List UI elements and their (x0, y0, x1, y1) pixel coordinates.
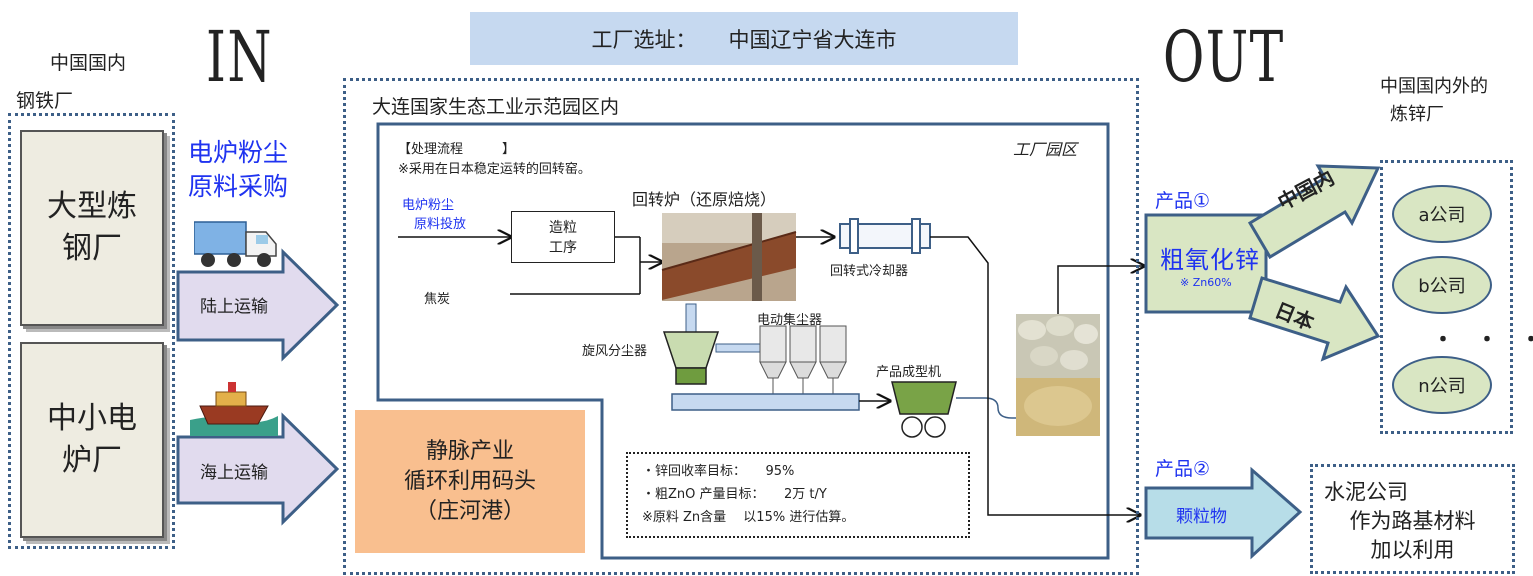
procurement-title: 电炉粉尘原料采购 (188, 138, 289, 201)
suppliers-header-line1: 中国国内 (50, 52, 127, 74)
in-label: IN (206, 16, 273, 98)
coke-label: 焦炭 (424, 292, 451, 307)
smelters-header-line1: 中国国内外的 (1380, 76, 1488, 97)
truck-icon (193, 220, 280, 274)
conveyor (671, 393, 860, 411)
park-title: 大连国家生态工业示范园区内 (372, 96, 620, 118)
japan-arrow (1248, 276, 1381, 362)
process-heading: 【处理流程 】 (398, 142, 516, 157)
product2-label: 产品② (1155, 458, 1211, 480)
company-n: n公司 (1392, 356, 1492, 414)
ship-icon (186, 380, 282, 444)
rotary-kiln-image (661, 213, 797, 301)
land-transport-label: 陆上运输 (200, 297, 268, 317)
company-b: b公司 (1392, 256, 1492, 314)
electrostatic-label: 电动集尘器 (757, 313, 823, 328)
forming-machine-label: 产品成型机 (876, 365, 942, 380)
granulation-process: 造粒工序 (511, 211, 615, 263)
product1-box (1144, 213, 1268, 314)
forming-machine-icon (891, 381, 957, 438)
smelters-group (1380, 160, 1513, 434)
company-a: a公司 (1392, 185, 1492, 243)
large-steel-mill: 大型炼钢厂 (20, 130, 164, 326)
suppliers-header-line2: 钢铁厂 (16, 90, 74, 112)
eco-industrial-park (343, 78, 1139, 575)
site-value: 中国辽宁省大连市 (728, 27, 897, 52)
land-transport-arrow (176, 248, 340, 362)
pellet-product-photo (1016, 314, 1100, 378)
product2-name: 颗粒物 (1176, 507, 1227, 527)
small-arc-furnace-mill: 中小电炉厂 (20, 342, 164, 538)
recycling-port: 静脉产业循环利用码头（庄河港） (355, 410, 585, 553)
input-dust-label: 电炉粉尘原料投放 (402, 198, 467, 232)
product2-arrow (1144, 466, 1303, 560)
companies-ellipsis: ・ ・ ・ (1432, 328, 1533, 353)
sea-transport-arrow (176, 412, 340, 526)
production-targets: ・锌回收率目标： 95%・粗ZnO 产量目标： 2万 t/Y※原料 Zn含量 以… (626, 452, 970, 538)
site-location-banner: 工厂选址： 中国辽宁省大连市 (470, 12, 1018, 65)
rotary-cooler-label: 回转式冷却器 (830, 264, 909, 279)
smelters-header-line2: 炼锌厂 (1390, 104, 1444, 125)
site-label: 工厂选址： (591, 27, 697, 52)
cyclone-label: 旋风分尘器 (582, 344, 648, 359)
product1-label: 产品① (1155, 190, 1211, 212)
out-label: OUT (1163, 16, 1285, 98)
electrostatic-precipitator-icon (759, 325, 847, 394)
domestic-arrow (1247, 164, 1381, 260)
sea-transport-label: 海上运输 (200, 463, 268, 483)
rotary-cooler-icon (839, 218, 931, 254)
suppliers-group (8, 113, 175, 549)
cement-company-text: 水泥公司 作为路基材料 加以利用 (1324, 480, 1476, 562)
product1-name: 粗氧化锌 (1160, 246, 1260, 274)
powder-product-photo (1016, 378, 1100, 436)
factory-area-frame (376, 122, 1110, 560)
cement-company (1310, 464, 1515, 574)
factory-area-label: 工厂园区 (1013, 140, 1078, 159)
product1-spec: ※ Zn60% (1180, 276, 1232, 289)
process-note: ※采用在日本稳定运转的回转窑。 (398, 162, 591, 177)
rotary-kiln-label: 回转炉（还原焙烧） (632, 190, 777, 209)
